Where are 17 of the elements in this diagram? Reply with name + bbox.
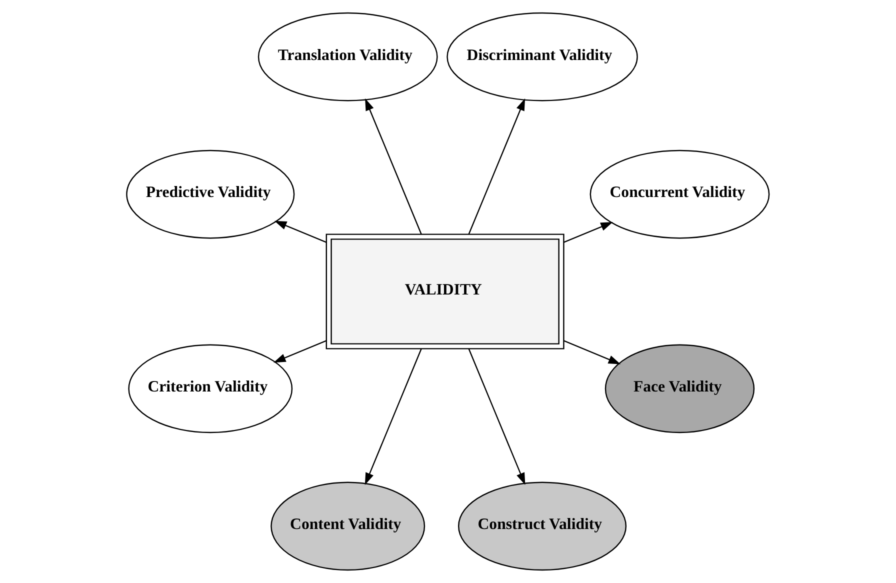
node-ellipse: Face Validity: [604, 344, 755, 434]
node-ellipse: Discriminant Validity: [446, 12, 638, 102]
arrow: [274, 220, 327, 243]
node-box: VALIDITY: [326, 234, 564, 350]
node-ellipse: Construct Validity: [458, 482, 627, 571]
arrow: [468, 98, 526, 234]
node-ellipse: Criterion Validity: [128, 344, 293, 434]
arrow: [564, 340, 621, 364]
node-ellipse: Translation Validity: [258, 12, 438, 102]
node-ellipse: Concurrent Validity: [590, 150, 770, 239]
arrow: [364, 348, 422, 486]
arrow: [365, 98, 422, 234]
arrow: [274, 340, 327, 363]
arrow: [564, 222, 613, 243]
node-ellipse: Predictive Validity: [126, 150, 295, 239]
arrow: [468, 348, 526, 486]
node-ellipse: Content Validity: [270, 482, 426, 571]
